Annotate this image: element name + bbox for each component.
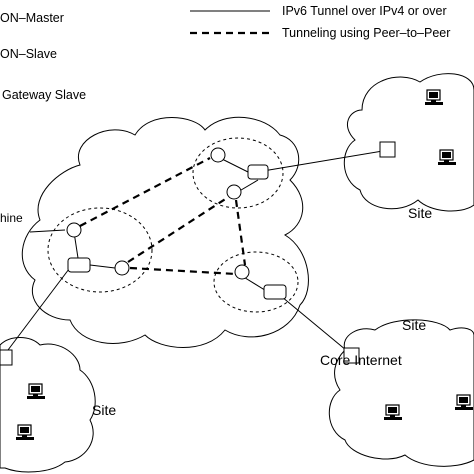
- node-slave-top-2: [226, 184, 242, 200]
- core-internet-label: Core Internet: [320, 352, 402, 368]
- legend-solid-label: IPv6 Tunnel over IPv4 or over: [282, 4, 447, 18]
- node-slave-top: [210, 147, 226, 163]
- legend-dashed-label: Tunneling using Peer–to–Peer: [282, 26, 450, 40]
- node-gateway-top: [247, 164, 269, 180]
- machine-label: hine: [0, 211, 23, 225]
- overlay-circle-left: [47, 207, 153, 293]
- site-cloud-top-right: [343, 73, 474, 212]
- site-cloud-mid-right: [328, 319, 474, 467]
- site-label-left: Site: [92, 402, 116, 418]
- overlay-circle-top: [192, 137, 284, 209]
- computer-icon: [424, 89, 444, 106]
- node-gateway-right: [263, 284, 287, 300]
- computer-icon: [383, 404, 403, 421]
- node-slave-left: [66, 222, 82, 238]
- site-router-mid-right: [343, 347, 360, 364]
- node-slave-right: [234, 264, 250, 280]
- node-slave-left-2: [114, 260, 130, 276]
- overlay-circle-right: [213, 251, 299, 313]
- node-gateway-left: [67, 257, 91, 273]
- site-router-left: [0, 349, 13, 366]
- site-label-top-right: Site: [408, 205, 432, 221]
- p2p-tunnels: [79, 157, 247, 276]
- computer-icon: [437, 149, 457, 166]
- legend-slave-label: ON–Slave: [0, 47, 57, 61]
- site-router-top-right: [379, 141, 396, 158]
- legend: ON–Master ON–Slave Gateway Slave IPv6 Tu…: [0, 4, 450, 102]
- site-label-mid-right: Site: [402, 317, 426, 333]
- computer-icon: [454, 394, 474, 411]
- solid-links: [7, 150, 384, 356]
- legend-gateway-label: Gateway Slave: [2, 88, 86, 102]
- computer-icon: [26, 383, 46, 400]
- site-cloud-left: [0, 337, 96, 473]
- legend-master-label: ON–Master: [0, 11, 64, 25]
- core-internet-cloud: [21, 116, 309, 348]
- computer-icon: [15, 424, 35, 441]
